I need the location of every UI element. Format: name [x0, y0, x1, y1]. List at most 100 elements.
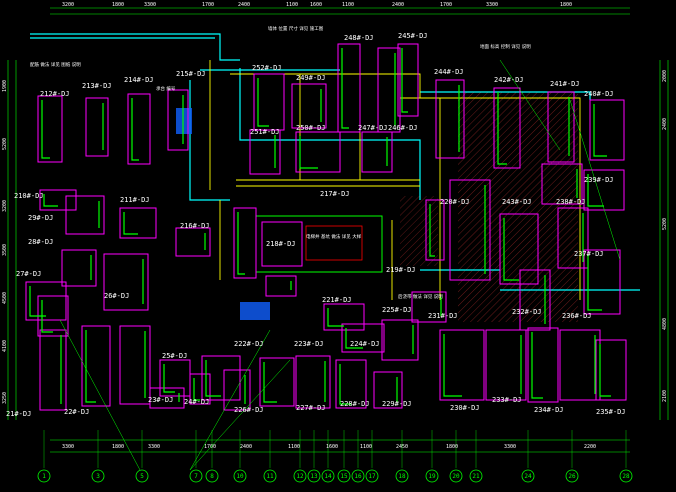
beam-lines — [209, 60, 581, 300]
pile-cap-14 — [249, 129, 281, 175]
pile-cap-3 — [127, 93, 151, 165]
label-244: 244#-DJ — [434, 68, 464, 76]
axis-label-11: 11 — [266, 473, 274, 480]
pile-cap-9 — [397, 43, 419, 117]
axis-label-15: 15 — [340, 473, 348, 480]
left-dim-1: 1900 — [2, 80, 8, 92]
pile-cap-35 — [201, 355, 241, 401]
shear-wall-55 — [429, 204, 435, 257]
label-213: 213#-DJ — [82, 82, 112, 90]
top-dim-9: 2400 — [392, 2, 404, 8]
axis-label-21: 21 — [472, 473, 480, 480]
top-dim-8: 1100 — [342, 2, 354, 8]
shear-wall-29 — [193, 378, 200, 401]
label-215: 215#-DJ — [176, 70, 206, 78]
bottom-dim-10: 1800 — [446, 444, 458, 450]
label-227: 227#-DJ — [296, 404, 326, 412]
dimension-frame — [7, 7, 669, 453]
axis-label-8: 8 — [210, 473, 214, 480]
axis-label-13: 13 — [310, 473, 318, 480]
axis-bubble-7 — [189, 469, 203, 483]
grid-lines — [43, 430, 627, 468]
bottom-dim-3: 3300 — [148, 444, 160, 450]
top-dim-11: 3300 — [486, 2, 498, 8]
shear-wall-31 — [237, 212, 245, 275]
bottom-dim-8: 1100 — [360, 444, 372, 450]
left-dim-6: 4100 — [2, 340, 8, 352]
pile-cap-11 — [493, 87, 521, 169]
left-dimensions: 1900 5200 3200 3500 4500 4100 3250 — [2, 80, 8, 404]
axis-bubble-11 — [263, 469, 277, 483]
shear-wall-15 — [299, 136, 318, 169]
label-23: 23#-DJ — [148, 396, 173, 404]
axis-label-26: 26 — [568, 473, 576, 480]
right-dim-3: 5200 — [662, 218, 668, 230]
pile-cap-32 — [265, 275, 297, 297]
pile-cap-50 — [557, 207, 589, 269]
label-229: 229#-DJ — [382, 400, 412, 408]
label-233: 233#-DJ — [492, 396, 522, 404]
pile-cap-28 — [149, 387, 185, 409]
label-211: 211#-DJ — [120, 196, 150, 204]
axis-bubble-12 — [293, 469, 307, 483]
axis-label-10: 10 — [236, 473, 244, 480]
pile-cap-36 — [223, 369, 251, 411]
axis-label-19: 19 — [428, 473, 436, 480]
top-dimensions: 3200 1800 3300 1700 2400 1100 1600 1100 … — [62, 2, 572, 8]
pile-cap-18 — [65, 195, 105, 235]
axis-label-17: 17 — [368, 473, 376, 480]
label-29: 29#-DJ — [28, 214, 53, 222]
pile-cap-40 — [373, 371, 403, 409]
label-238: 238#-DJ — [556, 198, 586, 206]
pile-cap-43 — [439, 329, 485, 401]
pile-cap-17 — [39, 189, 77, 211]
pile-cap-12 — [547, 91, 575, 163]
shear-wall-7 — [341, 48, 349, 129]
label-220: 220#-DJ — [440, 198, 470, 206]
shear-wall-25 — [85, 330, 96, 403]
pile-cap-42 — [411, 291, 447, 323]
top-dim-6: 1100 — [286, 2, 298, 8]
shear-wall-49 — [503, 218, 519, 281]
bottom-dim-7: 1600 — [326, 444, 338, 450]
bottom-dim-2: 1800 — [112, 444, 124, 450]
shear-wall-19 — [123, 212, 138, 235]
label-212: 212#-DJ — [40, 90, 70, 98]
shear-wall-23 — [41, 300, 53, 333]
label-246: 246#-DJ — [388, 124, 418, 132]
axis-bubble-19 — [425, 469, 439, 483]
label-21: 21#-DJ — [6, 410, 31, 418]
label-24: 24#-DJ — [184, 398, 209, 406]
axis-bubble-18 — [395, 469, 409, 483]
label-239: 239#-DJ — [584, 176, 614, 184]
bottom-dim-6: 1100 — [288, 444, 300, 450]
shear-wall-33 — [327, 308, 344, 327]
pile-cap-33 — [323, 303, 365, 331]
left-dim-3: 3200 — [2, 200, 8, 212]
shear-wall-21 — [29, 286, 46, 317]
axis-bubble-16 — [351, 469, 365, 483]
left-dim-7: 3250 — [2, 392, 8, 404]
pile-cap-34 — [381, 319, 419, 361]
pile-cap-49 — [499, 213, 539, 285]
axis-label-20: 20 — [452, 473, 460, 480]
pile-cap-29 — [189, 373, 211, 405]
axis-bubble-24 — [521, 469, 535, 483]
note-core: 电梯井 基坑 做法 详见 大样 — [306, 233, 362, 240]
shear-wall-5 — [257, 78, 269, 127]
label-222: 222#-DJ — [234, 340, 264, 348]
label-218: 218#-DJ — [266, 240, 296, 248]
label-28: 28#-DJ — [28, 238, 53, 246]
bottom-dim-1: 3300 — [62, 444, 74, 450]
shear-wall-17 — [43, 194, 58, 207]
top-dim-3: 3300 — [144, 2, 156, 8]
label-217: 217#-DJ — [320, 190, 350, 198]
label-247: 247#-DJ — [358, 124, 388, 132]
axis-bubble-10 — [233, 469, 247, 483]
shear-wall-1 — [41, 100, 50, 159]
label-232: 232#-DJ — [512, 308, 542, 316]
right-dim-2: 2400 — [662, 118, 668, 130]
shear-wall-47 — [599, 344, 611, 397]
